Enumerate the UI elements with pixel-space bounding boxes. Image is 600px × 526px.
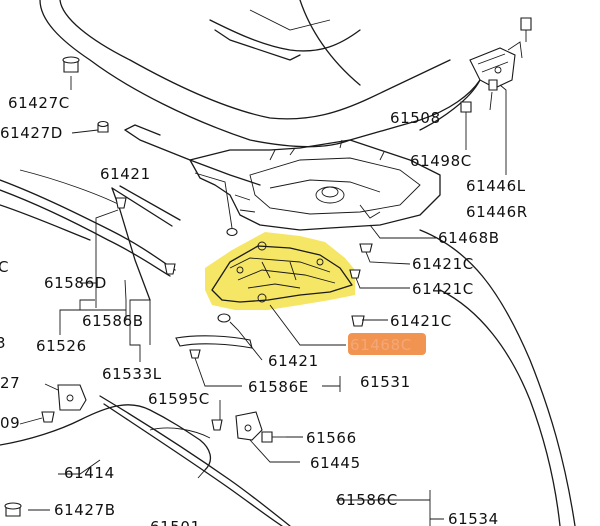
highlighted-splash-shield [205,232,355,310]
label-61446L: 61446L [466,177,526,195]
hinge-61446 [469,41,523,89]
weatherstrip-61533L [99,395,291,526]
label-61526: 61526 [36,337,87,355]
bolt-61566 [261,431,286,443]
label-61421C-1: 61421C [412,255,474,273]
label-61421-low: 61421 [268,352,319,370]
label-61427B: 61427B [54,501,116,519]
label-61445: 61445 [310,454,361,472]
label-edge-27: 27 [0,374,20,392]
lock-61445 [235,411,263,441]
label-edge-3: 3 [0,334,6,352]
hood-lower-edge [19,124,576,526]
label-61421C-2: 61421C [412,280,474,298]
label-61531: 61531 [360,373,411,391]
label-61533L: 61533L [102,365,162,383]
label-61421-top: 61421 [100,165,151,183]
label-61586B: 61586B [82,312,144,330]
label-61468C: 61468C [350,336,412,354]
label-61498C: 61498C [410,152,472,170]
seal-61586B [111,185,181,301]
label-61468B: 61468B [438,229,500,247]
label-61586E: 61586E [248,378,309,396]
label-edge-09: 09 [0,414,20,432]
clip-61427C [62,56,80,73]
label-61427D: 61427D [0,124,63,142]
cable-61595C [149,419,223,439]
label-61421C-3: 61421C [390,312,452,330]
leader-lines [19,76,507,526]
clip-61427B [4,502,22,517]
label-61534: 61534 [448,510,499,526]
label-61446R: 61446R [466,203,528,221]
clip-09 [41,411,55,423]
seal-61586D [0,179,176,277]
clip-61421-low [217,313,231,323]
bolt-top-right [520,17,532,42]
clip-61586E [189,349,201,359]
label-61501: 61501 [150,518,201,526]
highlight-label-61468C [348,333,426,355]
clips-61421C [349,243,373,327]
latch-61427 [57,384,87,411]
hood-panel [39,0,481,148]
label-edge-c: C [0,258,9,276]
weatherstrip-61586E [175,335,253,349]
label-61427C: 61427C [8,94,70,112]
label-61566: 61566 [306,429,357,447]
label-61508: 61508 [390,109,441,127]
part-labels: 61427C 61427D 61508 61498C 61446L 61446R… [0,94,528,526]
upper-insulator [189,139,441,231]
clip-61427D [97,120,109,133]
label-61586C: 61586C [336,491,398,509]
stay-61508 [488,79,498,91]
label-61595C: 61595C [148,390,210,408]
label-61586D: 61586D [44,274,107,292]
label-61414: 61414 [64,464,115,482]
pin-61498C [460,101,472,128]
clip-61421-top [226,227,238,237]
